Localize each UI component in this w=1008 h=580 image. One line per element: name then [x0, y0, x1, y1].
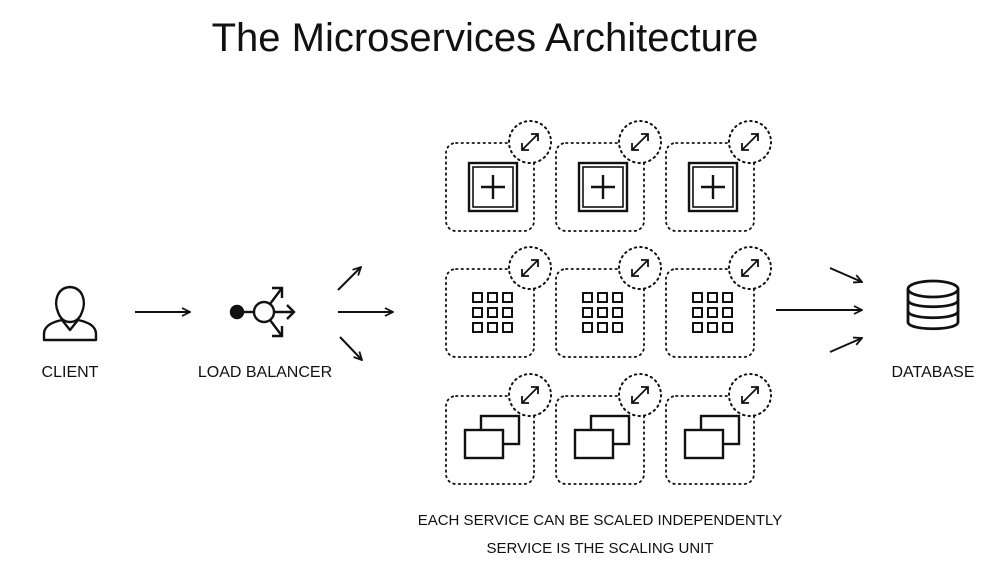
resize-arrows-icon [618, 120, 662, 164]
resize-arrows-icon [728, 246, 772, 290]
service-box [445, 373, 552, 485]
service-box [555, 120, 662, 232]
resize-arrows-icon [508, 246, 552, 290]
load-balancer-icon [229, 286, 296, 338]
database-label: DATABASE [891, 364, 975, 381]
caption-line-2: SERVICE IS THE SCALING UNIT [486, 540, 714, 557]
service-box [555, 373, 662, 485]
arrows-lb-to-services [337, 267, 393, 360]
client-label: CLIENT [41, 364, 99, 381]
person-icon [42, 285, 98, 342]
resize-arrows-icon [728, 373, 772, 417]
plus-square-icon [467, 161, 519, 213]
resize-arrows-icon [728, 120, 772, 164]
arrows-services-to-db [776, 267, 862, 353]
service-grid [445, 120, 772, 485]
service-box [665, 373, 772, 485]
service-box [445, 120, 552, 232]
grid-icon [472, 292, 513, 333]
load-balancer-label: LOAD BALANCER [197, 364, 333, 381]
plus-square-icon [687, 161, 739, 213]
resize-arrows-icon [618, 373, 662, 417]
resize-arrows-icon [618, 246, 662, 290]
service-box [445, 246, 552, 358]
grid-icon [582, 292, 623, 333]
resize-arrows-icon [508, 373, 552, 417]
resize-arrows-icon [508, 120, 552, 164]
diagram-title: The Microservices Architecture [211, 16, 759, 60]
grid-icon [692, 292, 733, 333]
service-box [665, 246, 772, 358]
database-icon [906, 279, 960, 331]
plus-square-icon [577, 161, 629, 213]
caption-line-1: EACH SERVICE CAN BE SCALED INDEPENDENTLY [417, 512, 783, 529]
service-box [555, 246, 662, 358]
windows-icon [463, 414, 521, 460]
windows-icon [683, 414, 741, 460]
service-box [665, 120, 772, 232]
windows-icon [573, 414, 631, 460]
